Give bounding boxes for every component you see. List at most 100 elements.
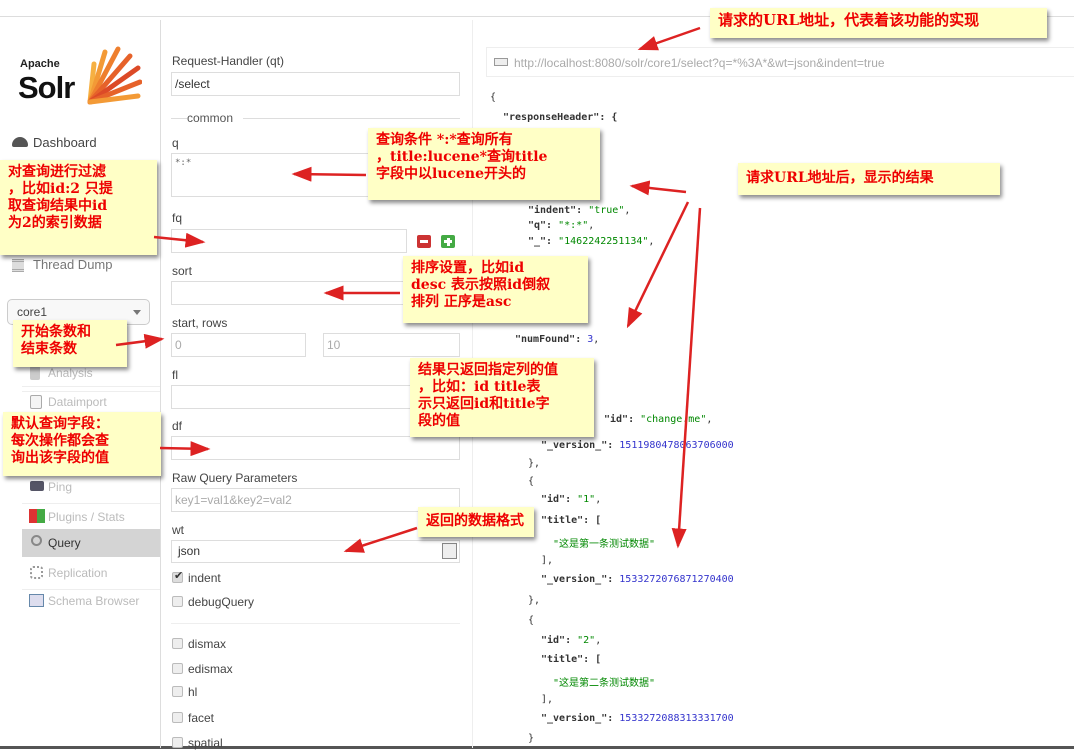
- json-key: "id":: [604, 414, 641, 425]
- sidebar-item-analysis[interactable]: Analysis: [22, 364, 160, 384]
- fl-label: fl: [172, 368, 178, 382]
- sidebar-item-replication[interactable]: Replication: [22, 562, 160, 586]
- sidebar-item-label: Ping: [48, 480, 73, 494]
- solr-logo[interactable]: Apache Solr: [18, 44, 148, 108]
- edismax-checkbox[interactable]: [172, 663, 183, 674]
- chevron-down-icon: [133, 310, 141, 319]
- wt-select[interactable]: json: [171, 540, 460, 563]
- json-line: ],: [541, 555, 554, 566]
- add-fq-button[interactable]: [441, 235, 455, 248]
- spatial-checkbox[interactable]: [172, 737, 183, 748]
- json-line: }: [528, 733, 535, 744]
- json-line: },: [528, 458, 541, 469]
- json-line: ],: [541, 694, 554, 705]
- rows-input[interactable]: 10: [323, 333, 460, 357]
- book-icon: [29, 594, 44, 607]
- handler-label: Request-Handler (qt): [172, 54, 285, 68]
- annotation-start-rows: 开始条数和 结束条数: [13, 320, 127, 367]
- json-value: 1511980478063706000: [619, 440, 734, 451]
- logo-solr: Solr: [18, 70, 75, 105]
- json-key: "q":: [528, 220, 559, 231]
- json-key: "_version_":: [541, 713, 620, 724]
- json-value: "1": [577, 494, 596, 505]
- divider: [171, 118, 187, 119]
- sidebar-item-plugins-stats[interactable]: Plugins / Stats: [22, 503, 160, 527]
- start-rows-label: start, rows: [172, 316, 228, 330]
- plus-icon-bar: [446, 237, 450, 246]
- raw-params-input[interactable]: key1=val1&key2=val2: [171, 488, 460, 512]
- json-value: "2": [577, 635, 596, 646]
- annotation-sort: 排序设置，比如id desc 表示按照id倒叙 排列 正序是asc: [403, 256, 588, 323]
- json-line: "_version_": 1533272076871270400: [541, 574, 734, 585]
- json-line: "这是第二条测试数据": [553, 678, 656, 689]
- sidebar-item-label: Thread Dump: [33, 257, 113, 272]
- sidebar-item-ping[interactable]: Ping: [22, 478, 160, 498]
- annotation-url: 请求的URL地址，代表着该功能的实现: [710, 8, 1047, 38]
- fq-input[interactable]: [171, 229, 407, 253]
- json-line: "id": "1",: [541, 494, 602, 505]
- json-line: {: [528, 615, 535, 626]
- json-line: "id": "change.me",: [604, 414, 713, 425]
- annotation-result: 请求URL地址后，显示的结果: [738, 163, 1000, 195]
- json-value: 1533272088313331700: [619, 713, 734, 724]
- wt-select-value: json: [178, 544, 201, 558]
- request-url-bar[interactable]: http://localhost:8080/solr/core1/select?…: [486, 47, 1074, 77]
- facet-checkbox[interactable]: [172, 712, 183, 723]
- dataimport-icon: [30, 395, 42, 409]
- core-menu-divider: [22, 386, 160, 387]
- sun-icon: [87, 46, 142, 105]
- search-icon: [31, 535, 42, 546]
- common-section-label: common: [187, 111, 234, 125]
- sidebar-item-label: Analysis: [48, 366, 93, 380]
- json-line: {: [528, 476, 535, 487]
- request-handler-input[interactable]: /select: [171, 72, 460, 96]
- sidebar-item-label: Plugins / Stats: [48, 510, 125, 524]
- dismax-checkbox[interactable]: [172, 638, 183, 649]
- dismax-label: dismax: [188, 637, 227, 651]
- json-value: "1462242251134": [558, 236, 649, 247]
- annotation-fq: 对查询进行过滤 ，比如id:2 只提 取查询结果中id 为2的索引数据: [0, 160, 157, 255]
- debugquery-checkbox[interactable]: [172, 596, 183, 607]
- request-url-link[interactable]: http://localhost:8080/solr/core1/select?…: [514, 56, 885, 70]
- annotation-q: 查询条件 *:*查询所有 ，title:lucene*查询title 字段中以l…: [368, 128, 600, 200]
- json-value: "*:*": [558, 220, 589, 231]
- sidebar-item-dashboard[interactable]: Dashboard: [12, 134, 152, 152]
- sidebar-item-query[interactable]: Query: [22, 529, 160, 557]
- sidebar-item-label: Replication: [48, 566, 108, 580]
- facet-label: facet: [188, 711, 215, 725]
- start-input[interactable]: 0: [171, 333, 306, 357]
- ping-icon: [30, 481, 44, 491]
- json-line: "_version_": 1533272088313331700: [541, 713, 734, 724]
- sidebar-item-label: Dataimport: [48, 395, 107, 409]
- sidebar-item-schema-browser[interactable]: Schema Browser: [22, 589, 160, 613]
- json-value: "true": [588, 205, 625, 216]
- indent-checkbox[interactable]: ✔: [172, 570, 183, 583]
- sidebar-item-label: Schema Browser: [48, 594, 140, 608]
- thread-dump-icon: [12, 259, 24, 272]
- json-key: "_":: [528, 236, 559, 247]
- wt-label: wt: [172, 523, 184, 537]
- core-selector-value: core1: [17, 305, 48, 319]
- annotation-df: 默认查询字段： 每次操作都会查 询出该字段的值: [3, 412, 161, 476]
- divider: [243, 118, 460, 119]
- dropdown-arrow-icon: [442, 543, 457, 559]
- remove-fq-button[interactable]: [417, 235, 431, 248]
- json-line: "title": [: [541, 515, 602, 526]
- url-icon: [494, 58, 508, 66]
- json-line: },: [528, 595, 541, 606]
- logo-apache: Apache: [20, 58, 60, 70]
- annotation-wt: 返回的数据格式: [418, 507, 534, 537]
- sidebar-item-thread-dump[interactable]: Thread Dump: [12, 257, 152, 275]
- plugins-icon: [29, 509, 45, 523]
- json-key: "indent":: [528, 205, 589, 216]
- sidebar-item-dataimport[interactable]: Dataimport: [22, 391, 160, 411]
- divider: [171, 623, 460, 624]
- hl-checkbox[interactable]: [172, 686, 183, 697]
- json-line: "这是第一条测试数据": [553, 539, 656, 550]
- json-line: "_version_": 1511980478063706000: [541, 440, 734, 451]
- df-input[interactable]: [171, 436, 460, 460]
- json-key: "_version_":: [541, 574, 620, 585]
- json-line: "q": "*:*",: [528, 220, 595, 231]
- minus-icon: [420, 240, 428, 243]
- hl-label: hl: [188, 685, 198, 699]
